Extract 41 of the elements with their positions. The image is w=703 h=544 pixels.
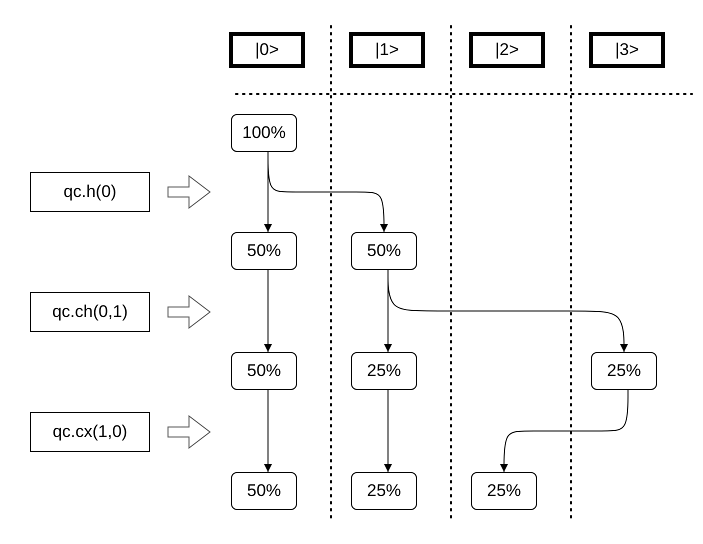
- arrow: [388, 270, 628, 352]
- probability-box: [351, 352, 417, 390]
- code-box: [30, 412, 150, 452]
- qubit-label: |0>: [255, 40, 279, 60]
- qubit-label: |2>: [495, 40, 519, 60]
- code-label: qc.cx(1,0): [52, 422, 128, 442]
- probability-label: 25%: [366, 361, 402, 381]
- arrow: [500, 390, 628, 472]
- qubit-header-box: [589, 32, 665, 68]
- probability-label: 25%: [606, 361, 642, 381]
- probability-label: 25%: [366, 481, 402, 501]
- probability-label: 50%: [246, 481, 282, 501]
- arrow: [268, 152, 388, 232]
- arrow: [264, 390, 272, 472]
- qubit-label: |3>: [615, 40, 639, 60]
- probability-label: 50%: [246, 241, 282, 261]
- probability-box: [591, 352, 657, 390]
- probability-label: 25%: [486, 481, 522, 501]
- code-box: [30, 172, 150, 212]
- block-arrow: [168, 175, 211, 209]
- probability-label: 100%: [242, 123, 286, 143]
- probability-box: [231, 352, 297, 390]
- probability-box: [231, 232, 297, 270]
- probability-box: [231, 114, 297, 152]
- probability-label: 50%: [246, 361, 282, 381]
- qubit-header-box: [349, 32, 425, 68]
- block-arrow: [168, 295, 211, 329]
- arrow: [264, 270, 272, 352]
- qubit-header-box: [469, 32, 545, 68]
- code-box: [30, 292, 150, 332]
- probability-box: [351, 232, 417, 270]
- probability-box: [351, 472, 417, 510]
- code-label: qc.ch(0,1): [52, 302, 128, 322]
- arrow: [384, 390, 392, 472]
- probability-box: [231, 472, 297, 510]
- probability-label: 50%: [366, 241, 402, 261]
- probability-box: [471, 472, 537, 510]
- code-label: qc.h(0): [64, 182, 116, 202]
- block-arrow: [168, 415, 211, 449]
- qubit-label: |1>: [375, 40, 399, 60]
- qubit-header-box: [229, 32, 305, 68]
